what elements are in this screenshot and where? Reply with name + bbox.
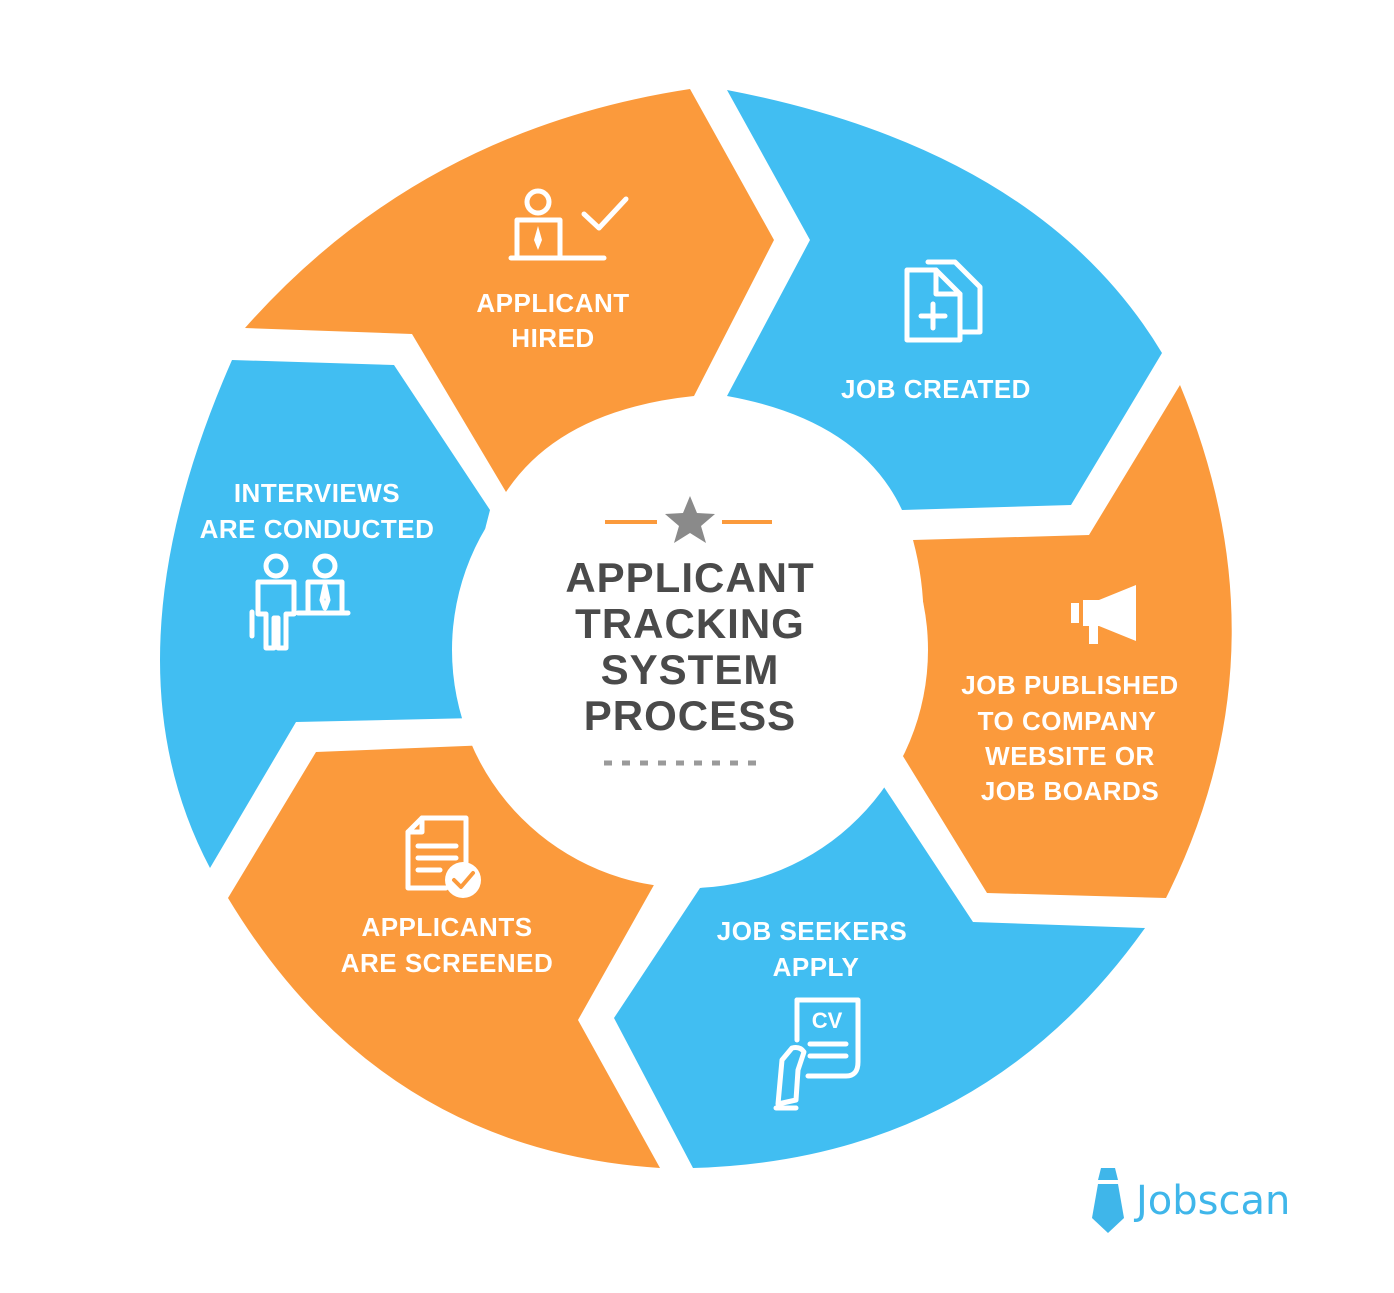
step-interviews-line-1: INTERVIEWS — [234, 478, 400, 508]
step-applicant-hired-line-1: APPLICANT — [476, 288, 629, 318]
segment-job-published — [898, 385, 1232, 898]
center-title-line-4: PROCESS — [584, 692, 796, 739]
step-job-seekers-line-2: APPLY — [773, 952, 860, 982]
jobscan-logo: Jobscan — [1092, 1168, 1290, 1233]
megaphone-icon — [1071, 585, 1136, 644]
logo-text: Jobscan — [1133, 1178, 1290, 1224]
center-title: APPLICANT TRACKING SYSTEM PROCESS — [565, 554, 814, 739]
step-job-seekers-line-1: JOB SEEKERS — [717, 916, 907, 946]
segment-applicant-hired — [245, 89, 774, 492]
center-title-line-3: SYSTEM — [601, 646, 780, 693]
step-applicants-screened-line-2: ARE SCREENED — [341, 948, 554, 978]
step-applicants-screened-line-1: APPLICANTS — [361, 912, 532, 942]
step-job-published-line-3: WEBSITE OR — [985, 741, 1155, 771]
center-circle — [452, 412, 928, 888]
star-icon — [665, 496, 715, 543]
step-job-published-line-1: JOB PUBLISHED — [961, 670, 1178, 700]
svg-text:CV: CV — [812, 1008, 843, 1033]
document-check-icon — [405, 815, 481, 898]
documents-plus-icon — [904, 259, 983, 343]
step-interviews-line-2: ARE CONDUCTED — [200, 514, 435, 544]
segment-applicants-screened — [228, 745, 668, 1168]
center-title-line-2: TRACKING — [575, 600, 805, 647]
center-title-line-1: APPLICANT — [565, 554, 814, 601]
step-applicant-hired-line-2: HIRED — [511, 323, 594, 353]
step-job-published-line-2: TO COMPANY — [978, 706, 1157, 736]
tie-icon — [1092, 1168, 1124, 1233]
interview-people-icon — [249, 553, 351, 651]
step-job-created-label: JOB CREATED — [841, 374, 1031, 404]
cv-hand-icon: CV — [773, 997, 861, 1111]
step-job-published-line-4: JOB BOARDS — [981, 776, 1159, 806]
hired-person-check-icon — [508, 188, 629, 261]
segment-job-created — [727, 90, 1162, 510]
